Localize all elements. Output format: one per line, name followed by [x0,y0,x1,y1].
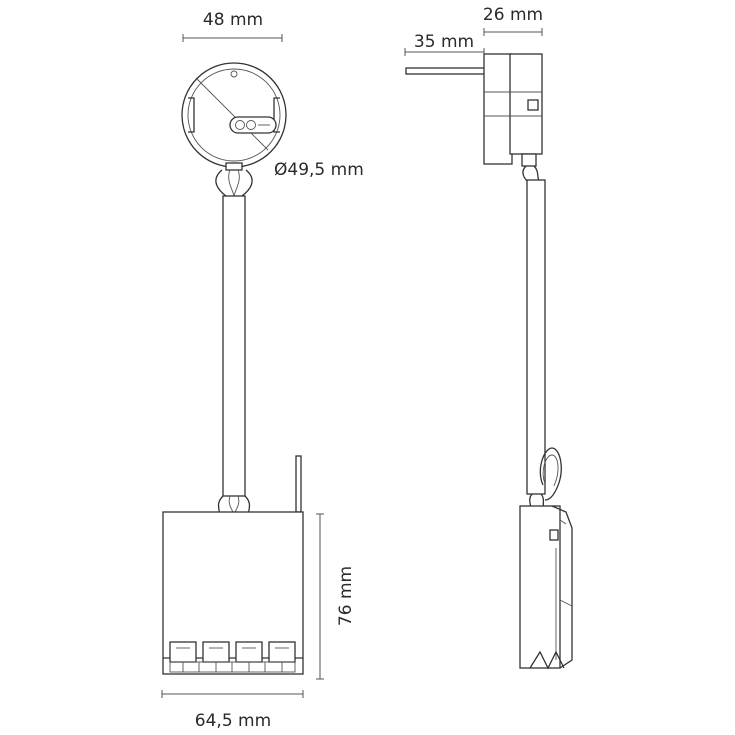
label-side-depth: 26 mm [483,5,543,25]
side-head [405,53,543,167]
dim-module-width [161,690,304,698]
side-view: 26 mm 35 mm [404,5,573,670]
dim-top-width [182,34,283,42]
label-module-width: 64,5 mm [195,711,271,731]
front-antenna [295,455,302,513]
label-top-width: 48 mm [203,10,263,30]
front-cable [215,169,253,516]
round-head [181,62,287,171]
dim-module-height [316,513,324,680]
dim-side-depth [483,28,543,36]
label-side-length: 35 mm [414,32,474,52]
side-module [519,505,573,670]
terminal-block [169,641,296,673]
front-view: 48 mm Ø49,5 mm [161,10,364,731]
module-box [162,511,304,675]
side-cable [522,165,562,509]
label-top-diameter: Ø49,5 mm [274,160,364,180]
label-module-height: 76 mm [336,566,356,626]
